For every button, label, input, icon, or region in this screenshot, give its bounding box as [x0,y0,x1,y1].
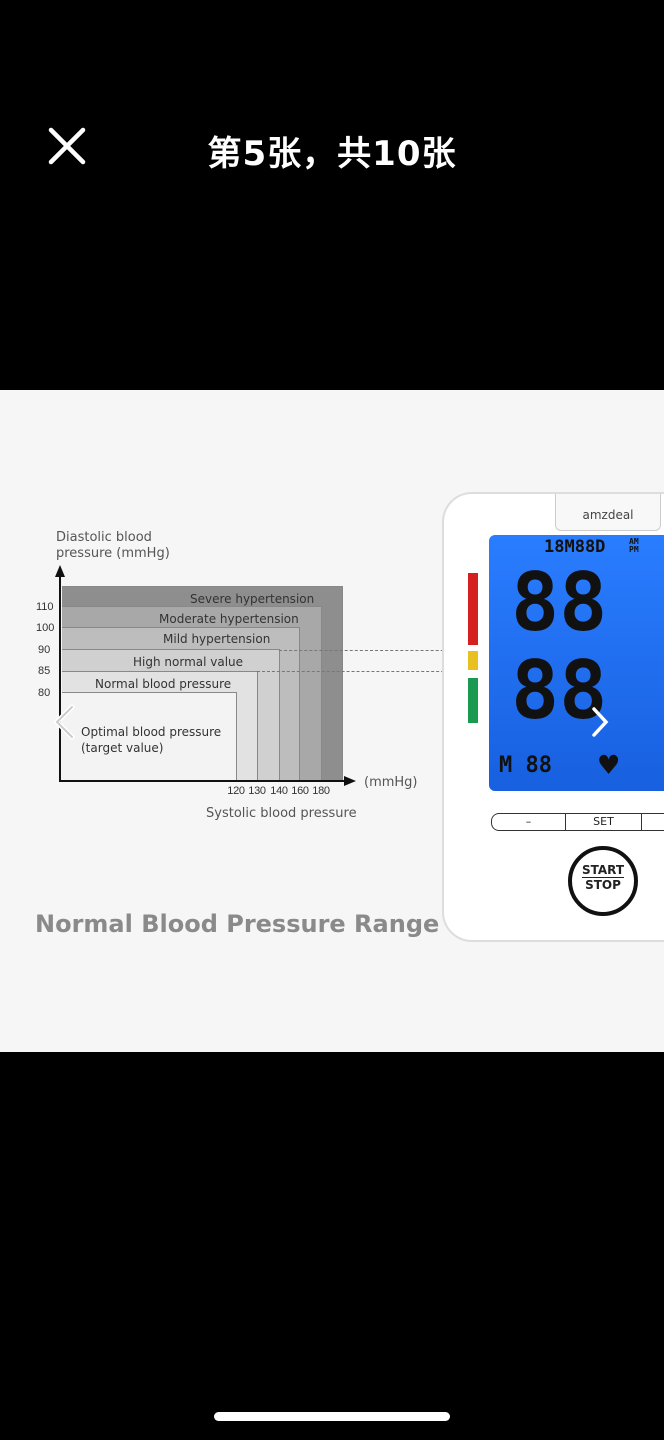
lcd-screen: 18M88D AM PM 88 88 M 88 ♥ [489,535,664,791]
product-image[interactable]: Diastolic blood pressure (mmHg) Severe h… [0,390,664,1052]
plus-button [641,813,664,831]
heart-icon: ♥ [599,746,619,784]
set-button: SET [565,813,642,831]
y-axis-label-2: pressure (mmHg) [56,546,170,561]
dashed-line [257,671,469,672]
lcd-memory: M 88 [499,753,552,778]
image-heading: Normal Blood Pressure Range [35,910,440,938]
start-label: START [581,863,625,878]
lcd-systolic: 88 [511,556,608,649]
x-axis-unit: (mmHg) [364,775,418,790]
close-icon[interactable] [46,125,88,167]
zone-label: Severe hypertension [190,592,315,606]
y-tick: 90 [38,644,51,656]
minus-button: – [491,813,566,831]
chevron-right-icon[interactable] [590,706,610,738]
indicator-green [468,678,478,723]
y-axis-label: Diastolic blood [56,530,152,545]
optimal-label-2: (target value) [81,741,164,755]
start-stop-button: START STOP [568,846,638,916]
zone-label: Normal blood pressure [95,677,232,691]
dashed-line [279,650,469,651]
indicator-yellow [468,651,478,670]
zone-label: Mild hypertension [163,632,271,646]
chevron-left-icon[interactable] [52,704,76,740]
indicator-red [468,573,478,645]
x-tick: 130 [248,785,266,797]
lcd-date: 18M88D [544,537,606,557]
x-axis-label: Systolic blood pressure [206,806,357,821]
zone-label: Moderate hypertension [159,612,299,626]
zone-label: High normal value [133,655,244,669]
y-tick: 85 [38,665,51,677]
y-tick: 110 [36,601,54,613]
optimal-label: Optimal blood pressure [81,725,222,739]
x-tick: 120 [227,785,245,797]
brand-logo: amzdeal [555,494,661,531]
lcd-ampm: AM PM [629,537,639,554]
chart-axes [55,565,356,786]
y-tick: 100 [36,622,55,634]
x-tick: 140 [270,785,288,797]
x-tick: 160 [291,785,309,797]
lcd-diastolic: 88 [511,644,608,737]
home-indicator[interactable] [214,1412,450,1421]
zone-optimal [62,692,237,781]
y-tick: 80 [38,687,51,699]
page-counter-title: 第5张，共10张 [207,134,457,174]
stop-label: STOP [585,878,621,892]
x-tick: 180 [312,785,330,797]
